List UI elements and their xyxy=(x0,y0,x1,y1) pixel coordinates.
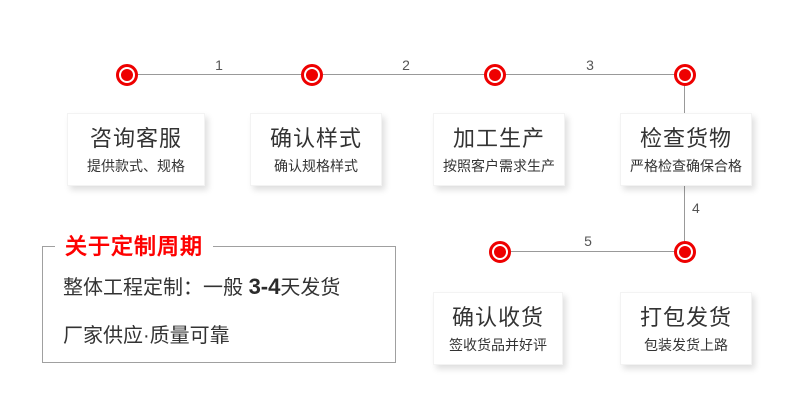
flow-node-dot-6 xyxy=(489,241,511,263)
step-box-pack-ship: 打包发货 包装发货上路 xyxy=(620,292,752,365)
info-box-line-2: 厂家供应·质量可靠 xyxy=(63,325,230,347)
flow-node-dot-4 xyxy=(674,64,696,86)
info-box-customization-cycle: 关于定制周期 整体工程定制：一般 3-4天发货 厂家供应·质量可靠 xyxy=(42,233,396,363)
connector-line-top-row xyxy=(127,74,685,75)
flow-node-dot-5 xyxy=(674,241,696,263)
step-title: 打包发货 xyxy=(639,305,732,330)
step-box-production: 加工生产 按照客户需求生产 xyxy=(433,113,565,186)
step-subtitle: 签收货品并好评 xyxy=(449,337,547,353)
step-title: 检查货物 xyxy=(639,126,732,151)
step-subtitle: 包装发货上路 xyxy=(644,337,728,353)
edge-label-2: 2 xyxy=(402,57,410,73)
step-box-confirm-style: 确认样式 确认规格样式 xyxy=(250,113,382,186)
step-subtitle: 按照客户需求生产 xyxy=(443,158,555,174)
info-box-title: 关于定制周期 xyxy=(55,233,214,260)
step-title: 确认样式 xyxy=(269,126,362,151)
info-line1-prefix: 整体工程定制：一般 xyxy=(63,277,249,299)
info-line1-suffix: 天发货 xyxy=(280,277,341,299)
flow-node-dot-1 xyxy=(116,64,138,86)
flow-node-dot-3 xyxy=(484,64,506,86)
edge-label-5: 5 xyxy=(584,233,592,249)
step-box-confirm-receipt: 确认收货 签收货品并好评 xyxy=(433,292,563,365)
step-box-consult-service: 咨询客服 提供款式、规格 xyxy=(67,113,205,186)
step-title: 咨询客服 xyxy=(89,126,182,151)
step-title: 加工生产 xyxy=(452,126,545,151)
step-subtitle: 提供款式、规格 xyxy=(87,158,185,174)
flow-node-dot-2 xyxy=(301,64,323,86)
edge-label-1: 1 xyxy=(215,57,223,73)
edge-label-4: 4 xyxy=(692,200,700,216)
info-line1-days: 3-4 xyxy=(248,274,281,299)
step-box-inspect-goods: 检查货物 严格检查确保合格 xyxy=(620,113,752,186)
step-title: 确认收货 xyxy=(451,305,544,330)
connector-line-bottom-row xyxy=(500,251,685,252)
edge-label-3: 3 xyxy=(586,57,594,73)
step-subtitle: 严格检查确保合格 xyxy=(630,158,742,174)
info-box-line-1: 整体工程定制：一般 3-4天发货 xyxy=(63,274,395,301)
step-subtitle: 确认规格样式 xyxy=(274,158,358,174)
